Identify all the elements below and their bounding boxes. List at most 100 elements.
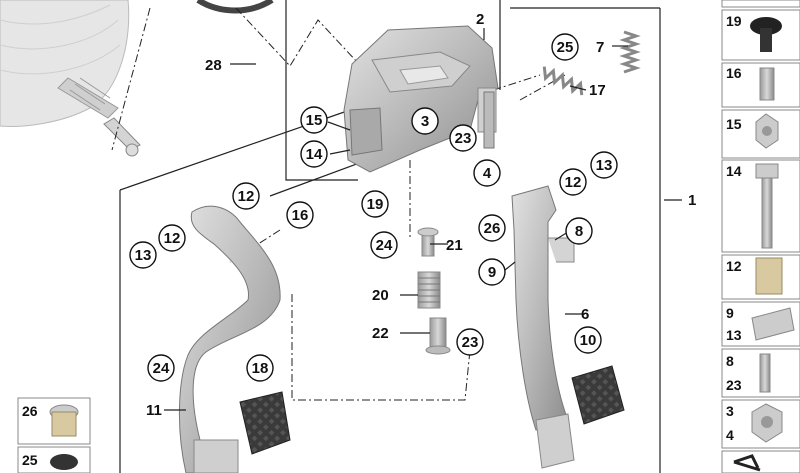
callout-24b: 24 [147,354,175,382]
svg-text:19: 19 [367,196,384,213]
svg-text:13: 13 [596,157,613,174]
svg-text:12: 12 [238,188,255,205]
callout-11: 11 [146,402,162,419]
svg-text:18: 18 [252,360,269,377]
callout-23a: 23 [449,124,477,152]
clip-4 [483,91,495,149]
svg-text:10: 10 [580,332,597,349]
svg-text:4: 4 [726,427,734,443]
callout-1: 1 [688,192,696,209]
legend-19-icon [750,17,782,52]
svg-text:9: 9 [726,305,734,321]
callout-2: 2 [476,11,484,28]
legend-12-icon [755,257,783,295]
callout-16: 16 [286,201,314,229]
legend-14-icon [755,163,779,249]
callout-6: 6 [581,306,589,323]
brake-booster [0,0,141,157]
svg-text:12: 12 [726,258,742,274]
spring-20 [417,271,441,309]
legend-3-4-icon [751,403,783,443]
callout-4: 4 [473,159,501,187]
svg-text:8: 8 [575,223,583,240]
legend-right-frame [721,0,800,473]
bushing-22 [425,317,451,355]
svg-text:16: 16 [292,207,309,224]
svg-text:16: 16 [726,65,742,81]
callout-3: 3 [411,107,439,135]
callout-19: 19 [361,190,389,218]
callout-26: 26 [478,214,506,242]
legend-15-icon [755,113,779,149]
legend-8-23-icon [759,353,771,393]
callouts-plain: 28 2 7 17 1 21 20 22 6 11 [146,11,696,419]
pin-21 [417,227,439,257]
svg-text:23: 23 [462,334,479,351]
callout-12b: 12 [158,224,186,252]
svg-text:25: 25 [557,39,574,56]
svg-text:15: 15 [726,116,742,132]
svg-text:25: 25 [22,452,38,468]
svg-text:13: 13 [135,247,152,264]
callout-21: 21 [446,237,463,254]
callout-22: 22 [372,325,389,342]
legend-9-13-icon [751,307,795,341]
clutch-pedal [178,205,281,473]
svg-text:19: 19 [726,13,742,29]
pedal-bracket [343,25,499,173]
callout-13a: 13 [129,241,157,269]
callout-17: 17 [589,82,606,99]
callout-12c: 12 [559,168,587,196]
legend-16-icon [759,67,775,101]
spring-17 [542,66,584,96]
legend-left-icons [49,404,79,470]
callout-8: 8 [565,217,593,245]
legend-25-icon [50,454,78,470]
svg-text:8: 8 [726,353,734,369]
svg-text:26: 26 [484,220,501,237]
legend-26-icon [49,404,79,437]
callout-28: 28 [205,57,222,74]
callout-20: 20 [372,287,389,304]
svg-text:24: 24 [376,237,393,254]
svg-text:15: 15 [306,112,323,129]
spring-7 [619,30,641,74]
callout-12a: 12 [232,182,260,210]
frame-lines [119,0,661,473]
svg-text:13: 13 [726,327,742,343]
svg-text:14: 14 [306,146,323,163]
svg-text:9: 9 [488,264,496,281]
pedal-pad-10 [571,365,625,425]
pedal-pad-18 [239,391,291,455]
legend-right-labels: 19 16 15 14 12 9 13 8 23 3 4 [726,13,742,443]
callout-18: 18 [246,354,274,382]
legend-right-icons [733,17,795,472]
leader-lines [111,7,566,401]
callout-15: 15 [300,106,328,134]
svg-text:3: 3 [421,113,429,130]
callout-23b: 23 [456,328,484,356]
svg-text:23: 23 [726,377,742,393]
svg-text:12: 12 [164,230,181,247]
callout-14: 14 [300,140,328,168]
svg-text:24: 24 [153,360,170,377]
callout-7: 7 [596,39,604,56]
gasket-ring [196,0,274,14]
svg-text:23: 23 [455,130,472,147]
legend-left-labels: 26 25 [22,403,38,468]
callouts-circled: 12 12 13 16 15 14 3 23 4 19 24 23 24 25 … [129,33,618,382]
svg-text:12: 12 [565,174,582,191]
legend-arrow-icon [733,454,761,472]
brake-pedal [511,185,575,469]
callout-24a: 24 [370,231,398,259]
svg-text:26: 26 [22,403,38,419]
svg-text:3: 3 [726,403,734,419]
svg-text:4: 4 [483,165,492,182]
svg-text:14: 14 [726,163,742,179]
callout-10: 10 [574,326,602,354]
callout-13b: 13 [590,151,618,179]
callout-9: 9 [478,258,506,286]
callout-25: 25 [551,33,579,61]
